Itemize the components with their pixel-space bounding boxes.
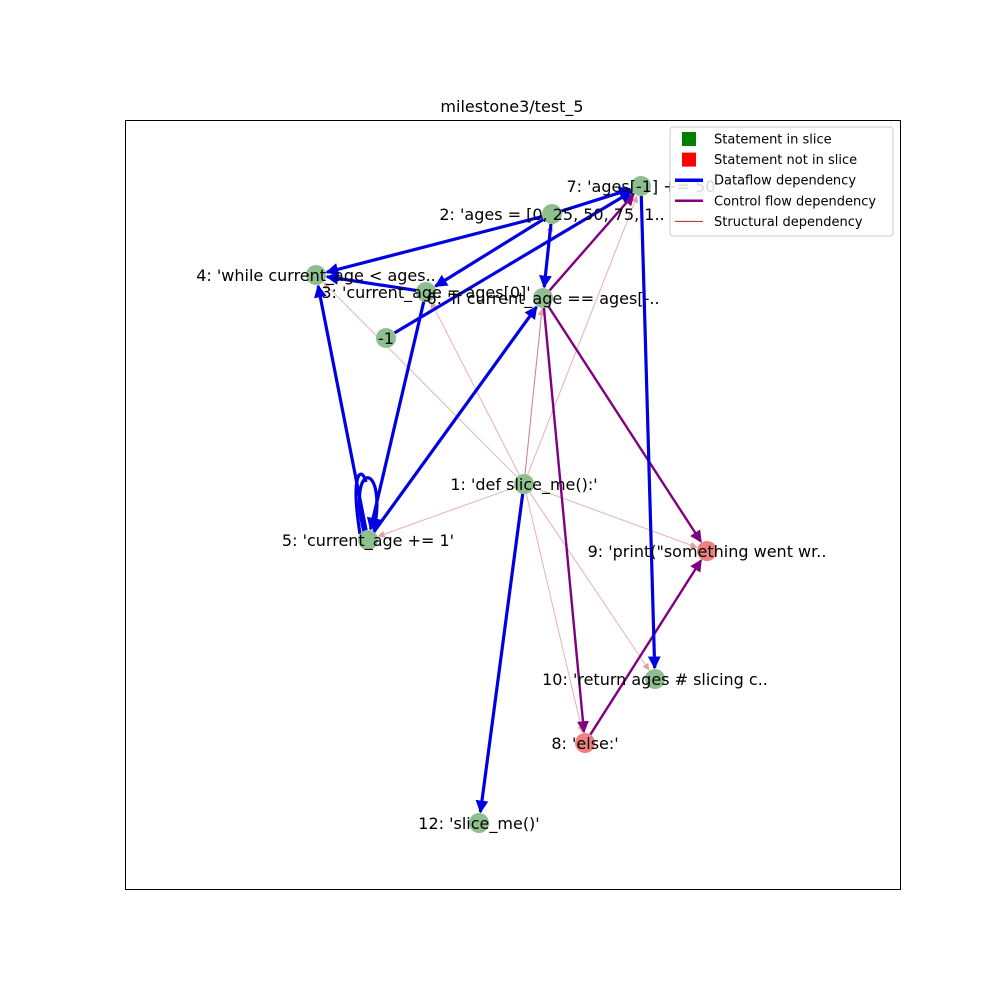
dataflow-edge-n11-n7 bbox=[393, 190, 633, 335]
node-in-slice bbox=[306, 265, 326, 285]
structural-edge-n1-n9 bbox=[533, 486, 698, 549]
legend-label: Statement not in slice bbox=[714, 153, 857, 168]
dataflow-edge-n7-n10 bbox=[639, 195, 661, 670]
node-label: 8: 'else:' bbox=[551, 734, 618, 753]
node-in-slice bbox=[358, 530, 378, 550]
legend-marker-square bbox=[682, 152, 696, 167]
node-not-in-slice bbox=[697, 541, 717, 561]
dataflow-edge-n1-n12 bbox=[475, 493, 525, 814]
node-in-slice bbox=[469, 813, 489, 833]
structural-edge-n1-n8 bbox=[525, 493, 585, 733]
structural-edge-n1-n3 bbox=[430, 301, 520, 476]
node-in-slice bbox=[533, 288, 553, 308]
dataflow-self-loop-edge bbox=[357, 476, 383, 533]
chart-title: milestone3/test_5 bbox=[440, 97, 583, 117]
legend-label: Structural dependency bbox=[714, 215, 863, 230]
dataflow-edge-n5-n4 bbox=[314, 284, 368, 531]
dataflow-edge-n2-n4 bbox=[325, 214, 543, 276]
node-labels: 1: 'def slice_me():' 2: 'ages = [0, 25, 5… bbox=[196, 177, 826, 834]
node-not-in-slice bbox=[575, 733, 595, 753]
legend-box bbox=[669, 126, 894, 237]
control-edges bbox=[542, 193, 703, 736]
dataflow-edge-n3-n5 bbox=[366, 301, 426, 531]
plot-frame bbox=[125, 120, 901, 890]
node-in-slice bbox=[645, 669, 665, 689]
node-in-slice bbox=[542, 204, 562, 224]
dataflow-self-loop-edge-inner bbox=[354, 472, 368, 535]
control-edge-n6-n7 bbox=[548, 193, 635, 292]
control-edge-n8-n9 bbox=[589, 559, 703, 736]
dataflow-edge-n3-n4 bbox=[325, 272, 417, 293]
node-label: -1 bbox=[378, 329, 394, 348]
node-label: 10: 'return ages # slicing c.. bbox=[542, 670, 768, 689]
legend-marker-square bbox=[682, 132, 696, 146]
node-label: 4: 'while current_age < ages.. bbox=[196, 266, 436, 286]
structural-edge-n1-n10 bbox=[529, 492, 650, 671]
control-edge-n6-n9 bbox=[547, 305, 703, 543]
dataflow-edge-n2-n3 bbox=[434, 217, 545, 288]
structural-edge-n1-n7 bbox=[527, 195, 638, 475]
control-edge-n6-n8 bbox=[542, 307, 589, 734]
node-in-slice bbox=[416, 282, 436, 302]
node-label: 3: 'current_age = ages[0]' bbox=[321, 283, 530, 303]
node-label: 1: 'def slice_me():' bbox=[450, 475, 597, 495]
node-in-slice bbox=[514, 474, 534, 494]
legend-label: Statement in slice bbox=[714, 133, 832, 148]
node-label: 12: 'slice_me()' bbox=[418, 814, 539, 834]
node-label: 2: 'ages = [0, 25, 50, 75, 1.. bbox=[439, 205, 664, 224]
node-label: 5: 'current_age += 1' bbox=[282, 531, 454, 551]
dataflow-edge-n5-n6 bbox=[372, 305, 538, 533]
legend-label: Control flow dependency bbox=[714, 194, 876, 209]
graph-nodes bbox=[306, 176, 717, 833]
node-label: 9: 'print("something went wr.. bbox=[588, 542, 827, 561]
structural-edge-n1-n4 bbox=[323, 282, 518, 478]
legend-label: Dataflow dependency bbox=[714, 174, 856, 189]
dataflow-edges bbox=[314, 186, 661, 814]
structural-edge-n1-n6 bbox=[524, 308, 545, 475]
node-in-slice bbox=[631, 176, 651, 196]
node-label: 6: 'if current_age == ages[-.. bbox=[426, 289, 659, 309]
node-in-slice bbox=[376, 328, 396, 348]
structural-edge-n1-n5 bbox=[377, 486, 515, 538]
dataflow-edge-n2-n6 bbox=[539, 223, 553, 289]
